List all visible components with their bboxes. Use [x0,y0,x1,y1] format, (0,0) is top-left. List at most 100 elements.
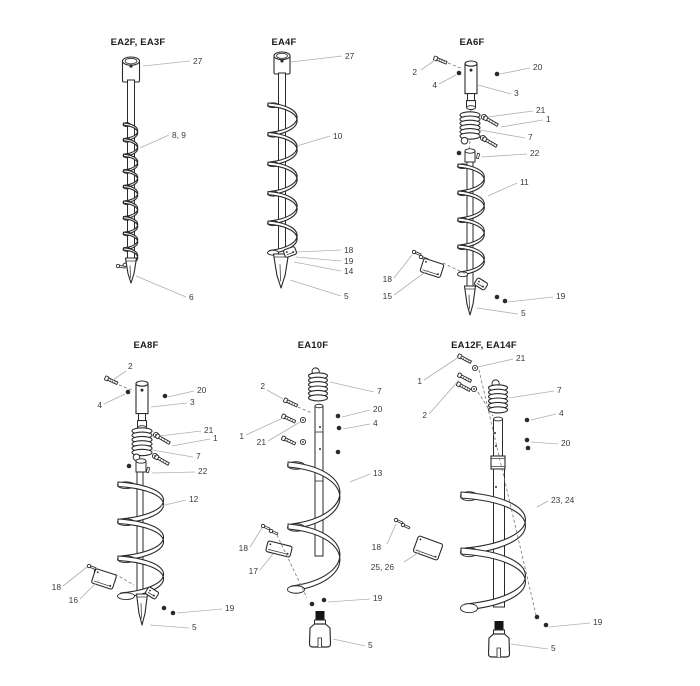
leader-line [259,553,274,571]
callout-21: 21 [487,105,546,118]
leader-line [151,449,194,458]
callout-label: 22 [198,466,208,476]
part-nutdot [321,597,327,603]
leader-line [79,579,100,600]
part-spiral [457,163,485,278]
leader-line [149,624,190,629]
part-tip [135,593,149,626]
leader-line [510,643,549,650]
part-dash [276,534,308,599]
callout-8-9: 8, 9 [139,130,186,149]
part-nutdot [126,463,132,469]
part-blade [265,540,293,558]
leader-line [135,275,187,298]
callout-label: 2 [260,381,265,391]
callout-4: 4 [432,74,457,90]
callout-21: 21 [257,421,301,447]
callout-label: 7 [196,451,201,461]
leader-line [332,638,366,647]
part-cap [121,56,141,83]
leader-line [530,441,559,445]
part-nutdot [125,389,131,395]
part-spiral [117,481,164,600]
leader-line [499,67,531,75]
callout-13: 13 [349,468,383,483]
callout-21: 21 [159,425,214,437]
callout-label: 6 [189,292,194,302]
callout-label: 19 [225,603,235,613]
part-bolt [282,397,299,408]
part-pin [145,466,151,474]
leader-line [536,500,549,508]
part-shaft [493,468,505,608]
callout-label: 1 [239,431,244,441]
leader-line [245,417,284,436]
callout-4: 4 [97,393,126,410]
part-spiral [287,461,341,594]
callout-5: 5 [476,307,526,318]
leader-line [530,413,557,421]
leader-line [393,269,429,296]
callout-label: 3 [190,397,195,407]
callout-3: 3 [477,84,519,98]
callout-label: 18 [239,543,249,553]
assembly-title-ea8f: EA8F [133,340,158,351]
part-nutdot [524,417,530,423]
assembly-title-ea6f: EA6F [459,37,484,48]
part-washer [470,385,478,393]
part-blade [91,568,117,590]
part-nutdot [335,449,341,455]
leader-line [329,381,375,393]
callout-label: 20 [561,438,571,448]
leader-line [349,473,371,483]
leader-line [477,84,512,95]
leader-line [508,390,555,399]
callout-19: 19 [548,617,603,628]
callout-label: 18 [372,542,382,552]
part-blade [144,586,160,600]
callout-label: 7 [528,132,533,142]
callout-label: 11 [520,177,529,187]
part-nutdot [525,445,531,451]
callout-23-24: 23, 24 [536,495,575,508]
callout-label: 5 [551,643,556,653]
callout-5: 5 [289,279,349,301]
callout-label: 1 [546,114,551,124]
callout-label: 4 [559,408,564,418]
callout-label: 23, 24 [551,495,575,505]
callout-16: 16 [69,579,100,605]
part-nutdot [524,437,530,443]
callout-label: 3 [514,88,519,98]
leader-line [487,182,518,197]
callout-label: 5 [192,622,197,632]
callout-27: 27 [290,51,355,63]
callout-1: 1 [239,417,284,441]
callout-21: 21 [477,353,526,368]
callout-label: 16 [69,595,79,605]
callout-label: 21 [204,425,214,435]
leader-line [507,296,554,303]
part-dash [118,384,135,392]
leader-line [62,566,88,587]
leader-line [290,55,343,63]
callout-7: 7 [329,381,382,396]
part-dash [478,369,537,616]
leader-line [548,622,591,628]
part-spring [487,379,509,414]
callout-11: 11 [487,177,529,197]
callout-label: 7 [557,385,562,395]
callout-label: 18 [344,245,354,255]
leader-line [420,59,436,71]
part-pin [475,152,481,160]
callout-label: 8, 9 [172,130,186,140]
callout-7: 7 [508,385,562,399]
part-dot [495,445,497,447]
leader-line [150,402,188,408]
callout-1: 1 [171,433,218,447]
part-washer [299,438,307,446]
